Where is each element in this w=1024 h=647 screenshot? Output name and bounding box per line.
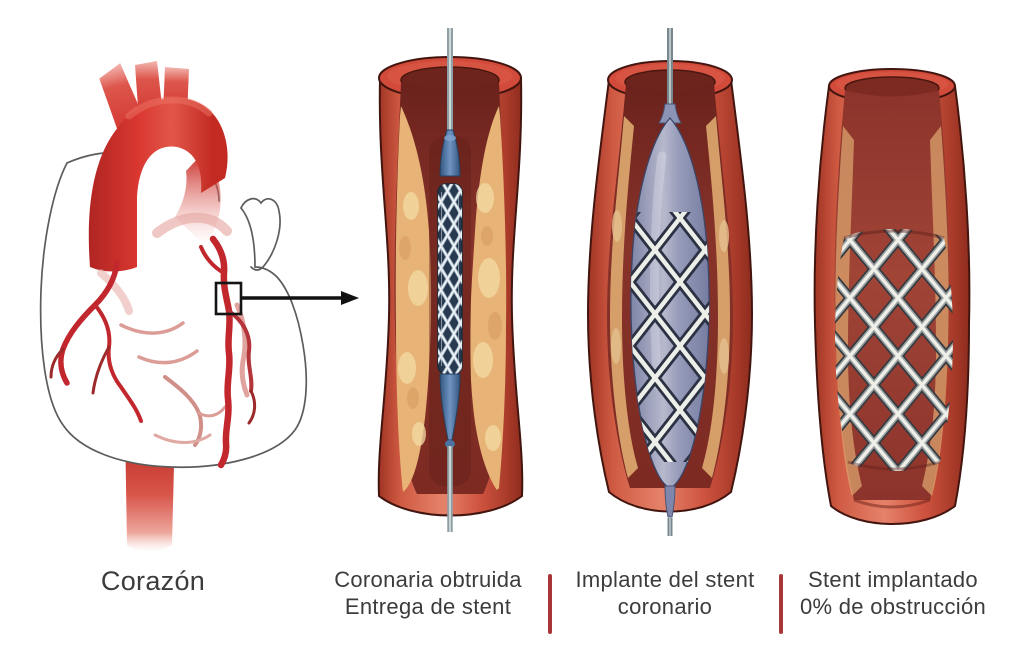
panel3-caption-line1: Stent implantado [808,567,978,592]
panel2-caption-line1: Implante del stent [575,567,755,592]
pulmonary-artery-hint [97,212,232,315]
panel3-caption: Stent implantado 0% de obstrucción [786,566,1000,620]
expanded-stent-mesh [630,212,710,462]
panel1-caption: Coronaria obtruida Entrega de stent [321,566,535,620]
heart-illustration [39,61,359,552]
caption-divider-2 [779,574,783,634]
aorta [88,61,228,272]
heart-body [39,151,308,469]
zoom-arrow [241,291,359,305]
heart-caption: Corazón [100,566,206,596]
panel3-caption-line2: 0% de obstrucción [799,594,987,619]
panel2-caption-line2: coronario [617,594,713,619]
panel1-caption-line2: Entrega de stent [344,594,512,619]
panel-stent-implanted [813,68,971,525]
compressed-plaque [610,116,730,478]
coronary-arteries [49,235,257,469]
panel2-caption: Implante del stent coronario [558,566,772,620]
panel1-caption-line1: Coronaria obtruida [334,567,522,592]
panel-obstructed-artery [377,28,524,532]
caption-divider-1 [548,574,552,634]
panel-stent-implant [586,28,754,536]
implanted-stent-mesh [835,229,953,509]
balloon-catheter [630,28,710,536]
collapsed-stent [437,183,463,375]
delivery-catheter [437,28,463,532]
